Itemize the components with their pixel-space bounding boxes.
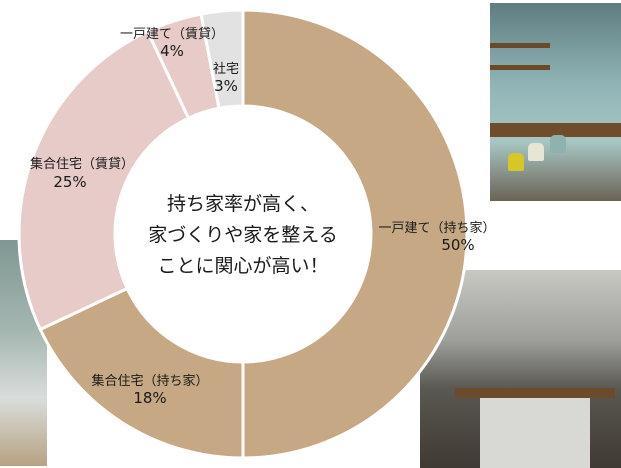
slice-value-owned-detached: 50% xyxy=(441,236,474,254)
shelf xyxy=(490,65,550,70)
slice-value-rental-detached: 4% xyxy=(160,42,184,60)
slice-label-company-housing: 社宅 xyxy=(213,61,239,77)
slice-label-owned-condo: 集合住宅（持ち家） xyxy=(91,373,208,389)
center-line-1: 持ち家率が高く、 xyxy=(167,193,319,215)
center-line-3: ことに関心が高い！ xyxy=(157,255,328,277)
center-message: 持ち家率が高く、 家づくりや家を整える ことに関心が高い！ xyxy=(148,193,337,277)
slice-value-company-housing: 3% xyxy=(214,77,238,95)
chair-yellow xyxy=(508,153,524,171)
shelf xyxy=(490,43,550,48)
slice-owned-detached xyxy=(241,8,469,460)
chair-teal xyxy=(550,135,566,153)
slice-label-owned-detached: 一戸建て（持ち家） xyxy=(378,220,495,236)
interior-photo-study xyxy=(490,3,621,201)
slice-label-rental-condo: 集合住宅（賃貸） xyxy=(30,156,134,172)
slice-value-owned-condo: 18% xyxy=(133,389,166,407)
kitchen-counter xyxy=(455,388,615,398)
slice-value-rental-condo: 25% xyxy=(53,173,86,191)
chair-white xyxy=(528,143,544,161)
donut-slices xyxy=(17,8,469,460)
desk xyxy=(490,123,621,137)
slice-labels: 一戸建て（持ち家） 50% 集合住宅（持ち家） 18% 集合住宅（賃貸） 25%… xyxy=(30,26,496,407)
slice-company-housing xyxy=(199,8,245,111)
slice-rental-condo xyxy=(17,29,191,332)
center-line-2: 家づくりや家を整える xyxy=(148,224,337,246)
slice-label-rental-detached: 一戸建て（賃貸） xyxy=(120,26,224,42)
kitchen-island xyxy=(480,398,590,468)
slice-owned-condo xyxy=(38,286,245,460)
